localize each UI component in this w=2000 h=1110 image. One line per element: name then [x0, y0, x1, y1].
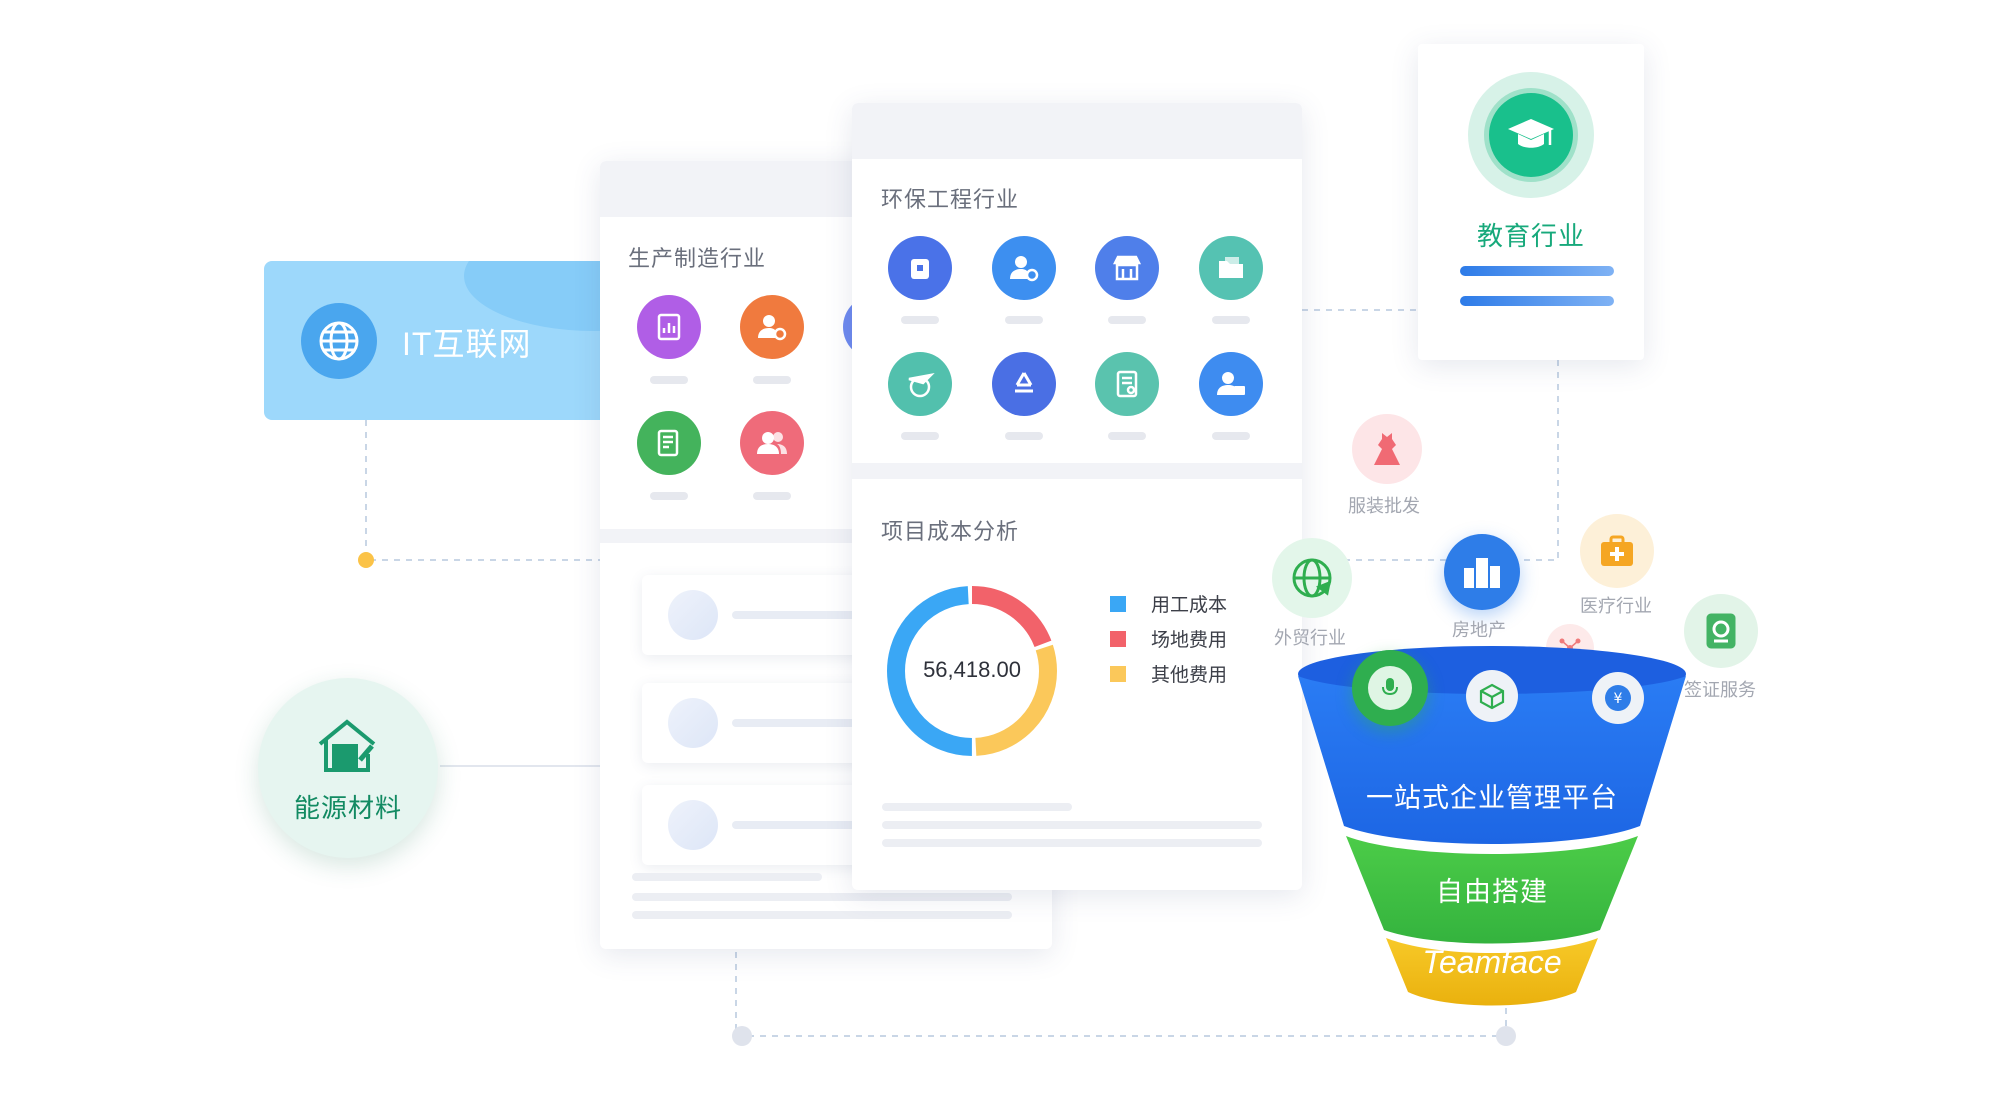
legend-item: 用工成本 [1110, 590, 1227, 617]
icon-caption-placeholder [753, 376, 791, 384]
text-placeholder [632, 873, 822, 881]
funnel-middle-layer [1346, 836, 1638, 944]
plane-globe-icon[interactable] [888, 352, 952, 416]
icon-caption-placeholder [1212, 316, 1250, 324]
globe-icon [301, 303, 377, 379]
user-gear-icon[interactable] [740, 295, 804, 359]
graduation-cap-icon [1484, 88, 1578, 182]
text-placeholder [632, 893, 1012, 901]
icon-caption-placeholder [1005, 432, 1043, 440]
dress-icon[interactable] [1352, 414, 1422, 484]
user-card-icon[interactable] [1199, 352, 1263, 416]
passport-icon[interactable] [1684, 594, 1758, 668]
medical-kit-icon[interactable] [1580, 514, 1654, 588]
environmental-card-header [852, 103, 1302, 159]
cube-icon[interactable] [1466, 670, 1518, 722]
funnel-top-text: 一站式企业管理平台 [1366, 783, 1618, 813]
apparel-wholesale-label: 服装批发 [1348, 496, 1420, 516]
environmental-title: 环保工程行业 [881, 187, 1020, 212]
icon-caption-placeholder [650, 492, 688, 500]
text-placeholder [882, 803, 1072, 811]
globe-trade-icon[interactable] [1272, 538, 1352, 618]
education-bar-2 [1460, 296, 1614, 306]
funnel-middle-text: 自由搭建 [1436, 877, 1548, 907]
icon-caption-placeholder [1108, 316, 1146, 324]
list-item[interactable] [642, 683, 892, 763]
text-placeholder [732, 719, 892, 727]
connector-edu-down [1330, 360, 1559, 561]
avatar [668, 698, 718, 748]
document-settings-icon[interactable] [1095, 352, 1159, 416]
it-internet-panel[interactable]: IT互联网 [264, 261, 624, 420]
legend-swatch [1110, 665, 1126, 682]
icon-caption-placeholder [901, 316, 939, 324]
education-label: 教育行业 [1476, 221, 1585, 251]
legend-item: 场地费用 [1110, 625, 1227, 652]
legend-label: 其他费用 [1151, 665, 1228, 686]
icon-caption-placeholder [753, 492, 791, 500]
donut-slice-2 [887, 586, 1057, 756]
text-placeholder [882, 821, 1262, 829]
donut-center-value: 56,418.00 [923, 657, 1021, 682]
text-placeholder [882, 839, 1262, 847]
lock-document-icon[interactable] [888, 236, 952, 300]
storefront-icon[interactable] [1095, 236, 1159, 300]
visa-service-label: 签证服务 [1684, 680, 1756, 700]
icon-caption-placeholder [1108, 432, 1146, 440]
icon-caption-placeholder [1212, 432, 1250, 440]
buildings-icon[interactable] [1444, 534, 1520, 610]
mic-icon[interactable] [1352, 650, 1428, 726]
text-placeholder [632, 911, 1012, 919]
medical-label: 医疗行业 [1580, 596, 1652, 616]
it-panel-label: IT互联网 [402, 326, 532, 362]
education-card[interactable]: 教育行业 [1418, 44, 1644, 360]
folder-icon[interactable] [1199, 236, 1263, 300]
connector-it [365, 420, 600, 561]
mic-icon-inner [1368, 666, 1412, 710]
house-grid-icon [318, 719, 376, 772]
text-placeholder [732, 611, 892, 619]
document-sales-icon[interactable] [637, 411, 701, 475]
donut-slice-3 [887, 586, 1057, 756]
legend-label: 场地费用 [1151, 630, 1228, 651]
manufacturing-title: 生产制造行业 [628, 246, 767, 271]
user-gear-icon[interactable] [992, 236, 1056, 300]
connector-dot-yellow [358, 552, 374, 568]
connector-dot-left [732, 1026, 752, 1046]
connector-dot-right [1496, 1026, 1516, 1046]
real-estate-label: 房地产 [1452, 620, 1506, 640]
recycle-icon[interactable] [992, 352, 1056, 416]
cost-analysis-title: 项目成本分析 [881, 519, 1020, 544]
funnel-bottom-text: Teamface [1422, 944, 1562, 980]
donut-slice-1 [887, 586, 1057, 756]
legend-swatch [1110, 630, 1126, 647]
icon-caption-placeholder [901, 432, 939, 440]
report-chart-icon[interactable] [637, 295, 701, 359]
list-item[interactable] [642, 785, 892, 865]
icon-caption-placeholder [650, 376, 688, 384]
connector-bottom [735, 940, 1507, 1037]
text-placeholder [732, 821, 892, 829]
energy-label: 能源材料 [293, 793, 402, 823]
cost-donut-chart [887, 586, 1057, 756]
legend-label: 用工成本 [1151, 595, 1228, 616]
icon-caption-placeholder [1005, 316, 1043, 324]
yuan-coin-icon[interactable]: ¥ [1592, 672, 1644, 724]
avatar [668, 590, 718, 640]
legend-swatch [1110, 595, 1126, 612]
environmental-card: 环保工程行业 项目成本分析 56,418.00 用工成本场地费用其他费用 [852, 103, 1302, 890]
section-divider [852, 463, 1302, 479]
energy-materials-badge[interactable]: 能源材料 [258, 678, 438, 858]
users-icon[interactable] [740, 411, 804, 475]
funnel-bottom-layer [1386, 938, 1598, 1006]
avatar [668, 800, 718, 850]
list-item[interactable] [642, 575, 892, 655]
foreign-trade-label: 外贸行业 [1274, 628, 1346, 648]
svg-text:¥: ¥ [1614, 691, 1623, 707]
education-bar-1 [1460, 266, 1614, 276]
legend-item: 其他费用 [1110, 660, 1227, 687]
